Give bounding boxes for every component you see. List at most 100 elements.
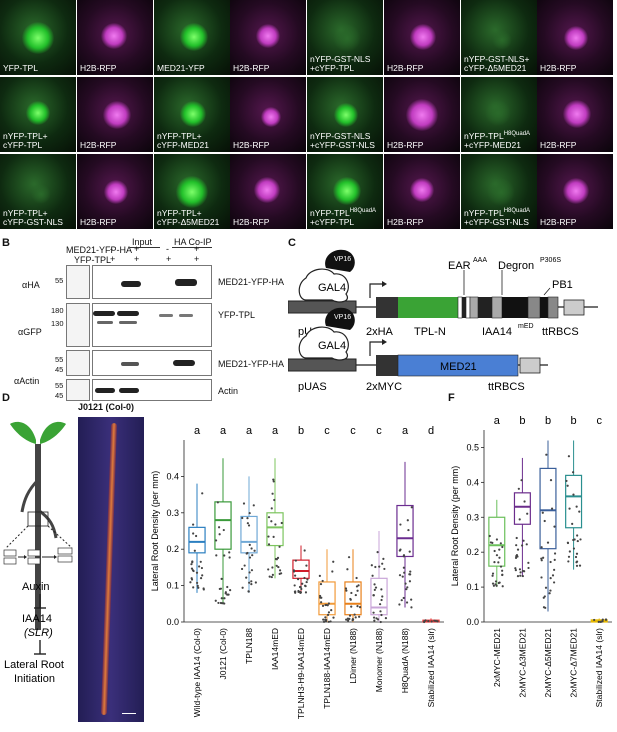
micrograph-tile: MED21-YFP xyxy=(154,0,230,75)
data-point xyxy=(246,517,249,520)
data-point xyxy=(571,471,575,474)
micrograph-label: H2B-RFP xyxy=(387,140,424,150)
band-label-actin: Actin xyxy=(218,386,239,396)
data-point xyxy=(351,618,354,621)
data-point xyxy=(215,539,218,542)
data-point xyxy=(189,581,192,584)
data-point xyxy=(549,560,552,564)
data-point xyxy=(294,559,297,562)
data-point xyxy=(219,587,223,590)
data-point xyxy=(402,566,405,569)
data-point xyxy=(573,538,576,541)
x-tick-label: 2xMYC-Δ7MED21 xyxy=(569,628,579,698)
significance-letter: a xyxy=(246,425,253,437)
data-point xyxy=(567,560,570,563)
micrograph-tile: YFP-TPL xyxy=(0,0,76,75)
y-tick-label: 0.1 xyxy=(166,581,179,591)
significance-letter: c xyxy=(324,425,330,437)
significance-letter: d xyxy=(428,425,434,437)
vp16-shape-1 xyxy=(325,249,355,272)
ear-label: EAR xyxy=(448,260,471,272)
data-point xyxy=(326,604,329,607)
data-point xyxy=(516,548,520,551)
data-point xyxy=(357,584,360,587)
data-point xyxy=(195,534,198,538)
x-tick-label: 2xMYC-MED21 xyxy=(492,628,502,687)
micrograph-label: H2B-RFP xyxy=(80,217,117,227)
micrograph-label: nYFP-TPLH8QuadA+cYFP-GST-NLS xyxy=(464,208,531,227)
data-point xyxy=(553,568,556,571)
vp16-shape-2 xyxy=(325,307,355,330)
blot-sign: - xyxy=(110,244,113,254)
data-point xyxy=(372,594,375,597)
data-point xyxy=(494,580,498,583)
med21-label: MED21 xyxy=(440,361,477,373)
degron-sup: P306S xyxy=(540,257,561,264)
gal4-label-1: GAL4 xyxy=(318,282,346,294)
data-point xyxy=(293,584,296,587)
data-point xyxy=(495,584,498,587)
data-point xyxy=(353,613,356,616)
data-point xyxy=(240,567,244,571)
x-tick-label: Wild-type IAA14 (Col-0) xyxy=(192,628,202,717)
data-point xyxy=(575,552,579,555)
micrograph-label: YFP-TPL xyxy=(3,63,38,73)
x-tick-label: IAA14mED xyxy=(270,628,280,670)
data-point xyxy=(491,582,495,585)
data-point xyxy=(381,562,384,565)
blot-sign: - xyxy=(166,244,169,254)
mw-45a: 45 xyxy=(55,365,64,374)
data-point xyxy=(345,589,348,592)
data-point xyxy=(376,618,380,621)
micrograph-tile: nYFP-GST-NLS+cYFP-TPL xyxy=(307,0,383,75)
mw-55c: 55 xyxy=(55,381,64,390)
data-point xyxy=(492,584,495,587)
data-point xyxy=(406,586,409,589)
data-point xyxy=(601,620,604,623)
data-point xyxy=(197,586,200,589)
data-point xyxy=(191,561,194,564)
data-point xyxy=(306,578,309,581)
data-point xyxy=(226,585,229,589)
data-point xyxy=(597,620,600,623)
data-point xyxy=(327,620,330,623)
data-point xyxy=(542,556,545,559)
data-point xyxy=(501,585,504,588)
data-point xyxy=(327,602,330,605)
data-point xyxy=(216,501,219,504)
data-point xyxy=(254,581,257,584)
data-point xyxy=(550,507,554,510)
data-point xyxy=(410,598,413,601)
data-point xyxy=(293,574,297,577)
data-point xyxy=(192,523,195,526)
mw-130: 130 xyxy=(51,319,64,328)
data-point xyxy=(518,568,522,571)
root-image-title: J0121 (Col-0) xyxy=(78,402,135,412)
data-point xyxy=(358,606,362,609)
data-point xyxy=(565,479,568,483)
data-point xyxy=(200,566,204,570)
data-point xyxy=(499,542,502,545)
data-point xyxy=(224,591,227,594)
data-point xyxy=(250,569,254,572)
micrograph-label: H2B-RFP xyxy=(540,63,577,73)
micrograph-tile: nYFP-TPLH8QuadA+cYFP-MED21 xyxy=(461,77,537,152)
data-point xyxy=(324,618,327,621)
x-tick-label: H8QuadA (N188) xyxy=(400,628,410,693)
micrograph-label: H2B-RFP xyxy=(387,63,424,73)
y-tick-label: 0.5 xyxy=(466,442,479,452)
data-point xyxy=(370,564,373,567)
data-point xyxy=(566,541,570,545)
data-point xyxy=(514,567,517,570)
data-point xyxy=(518,518,521,521)
data-point xyxy=(497,581,500,585)
data-point xyxy=(430,620,433,623)
data-point xyxy=(374,565,377,569)
panel-label-b: B xyxy=(2,237,10,249)
micrograph-tile: H2B-RFP xyxy=(384,77,460,152)
micrograph-tile: nYFP-TPLH8QuadA+cYFP-GST-NLS xyxy=(461,154,537,229)
data-point xyxy=(488,534,491,538)
data-point xyxy=(574,555,578,559)
data-point xyxy=(356,605,359,608)
